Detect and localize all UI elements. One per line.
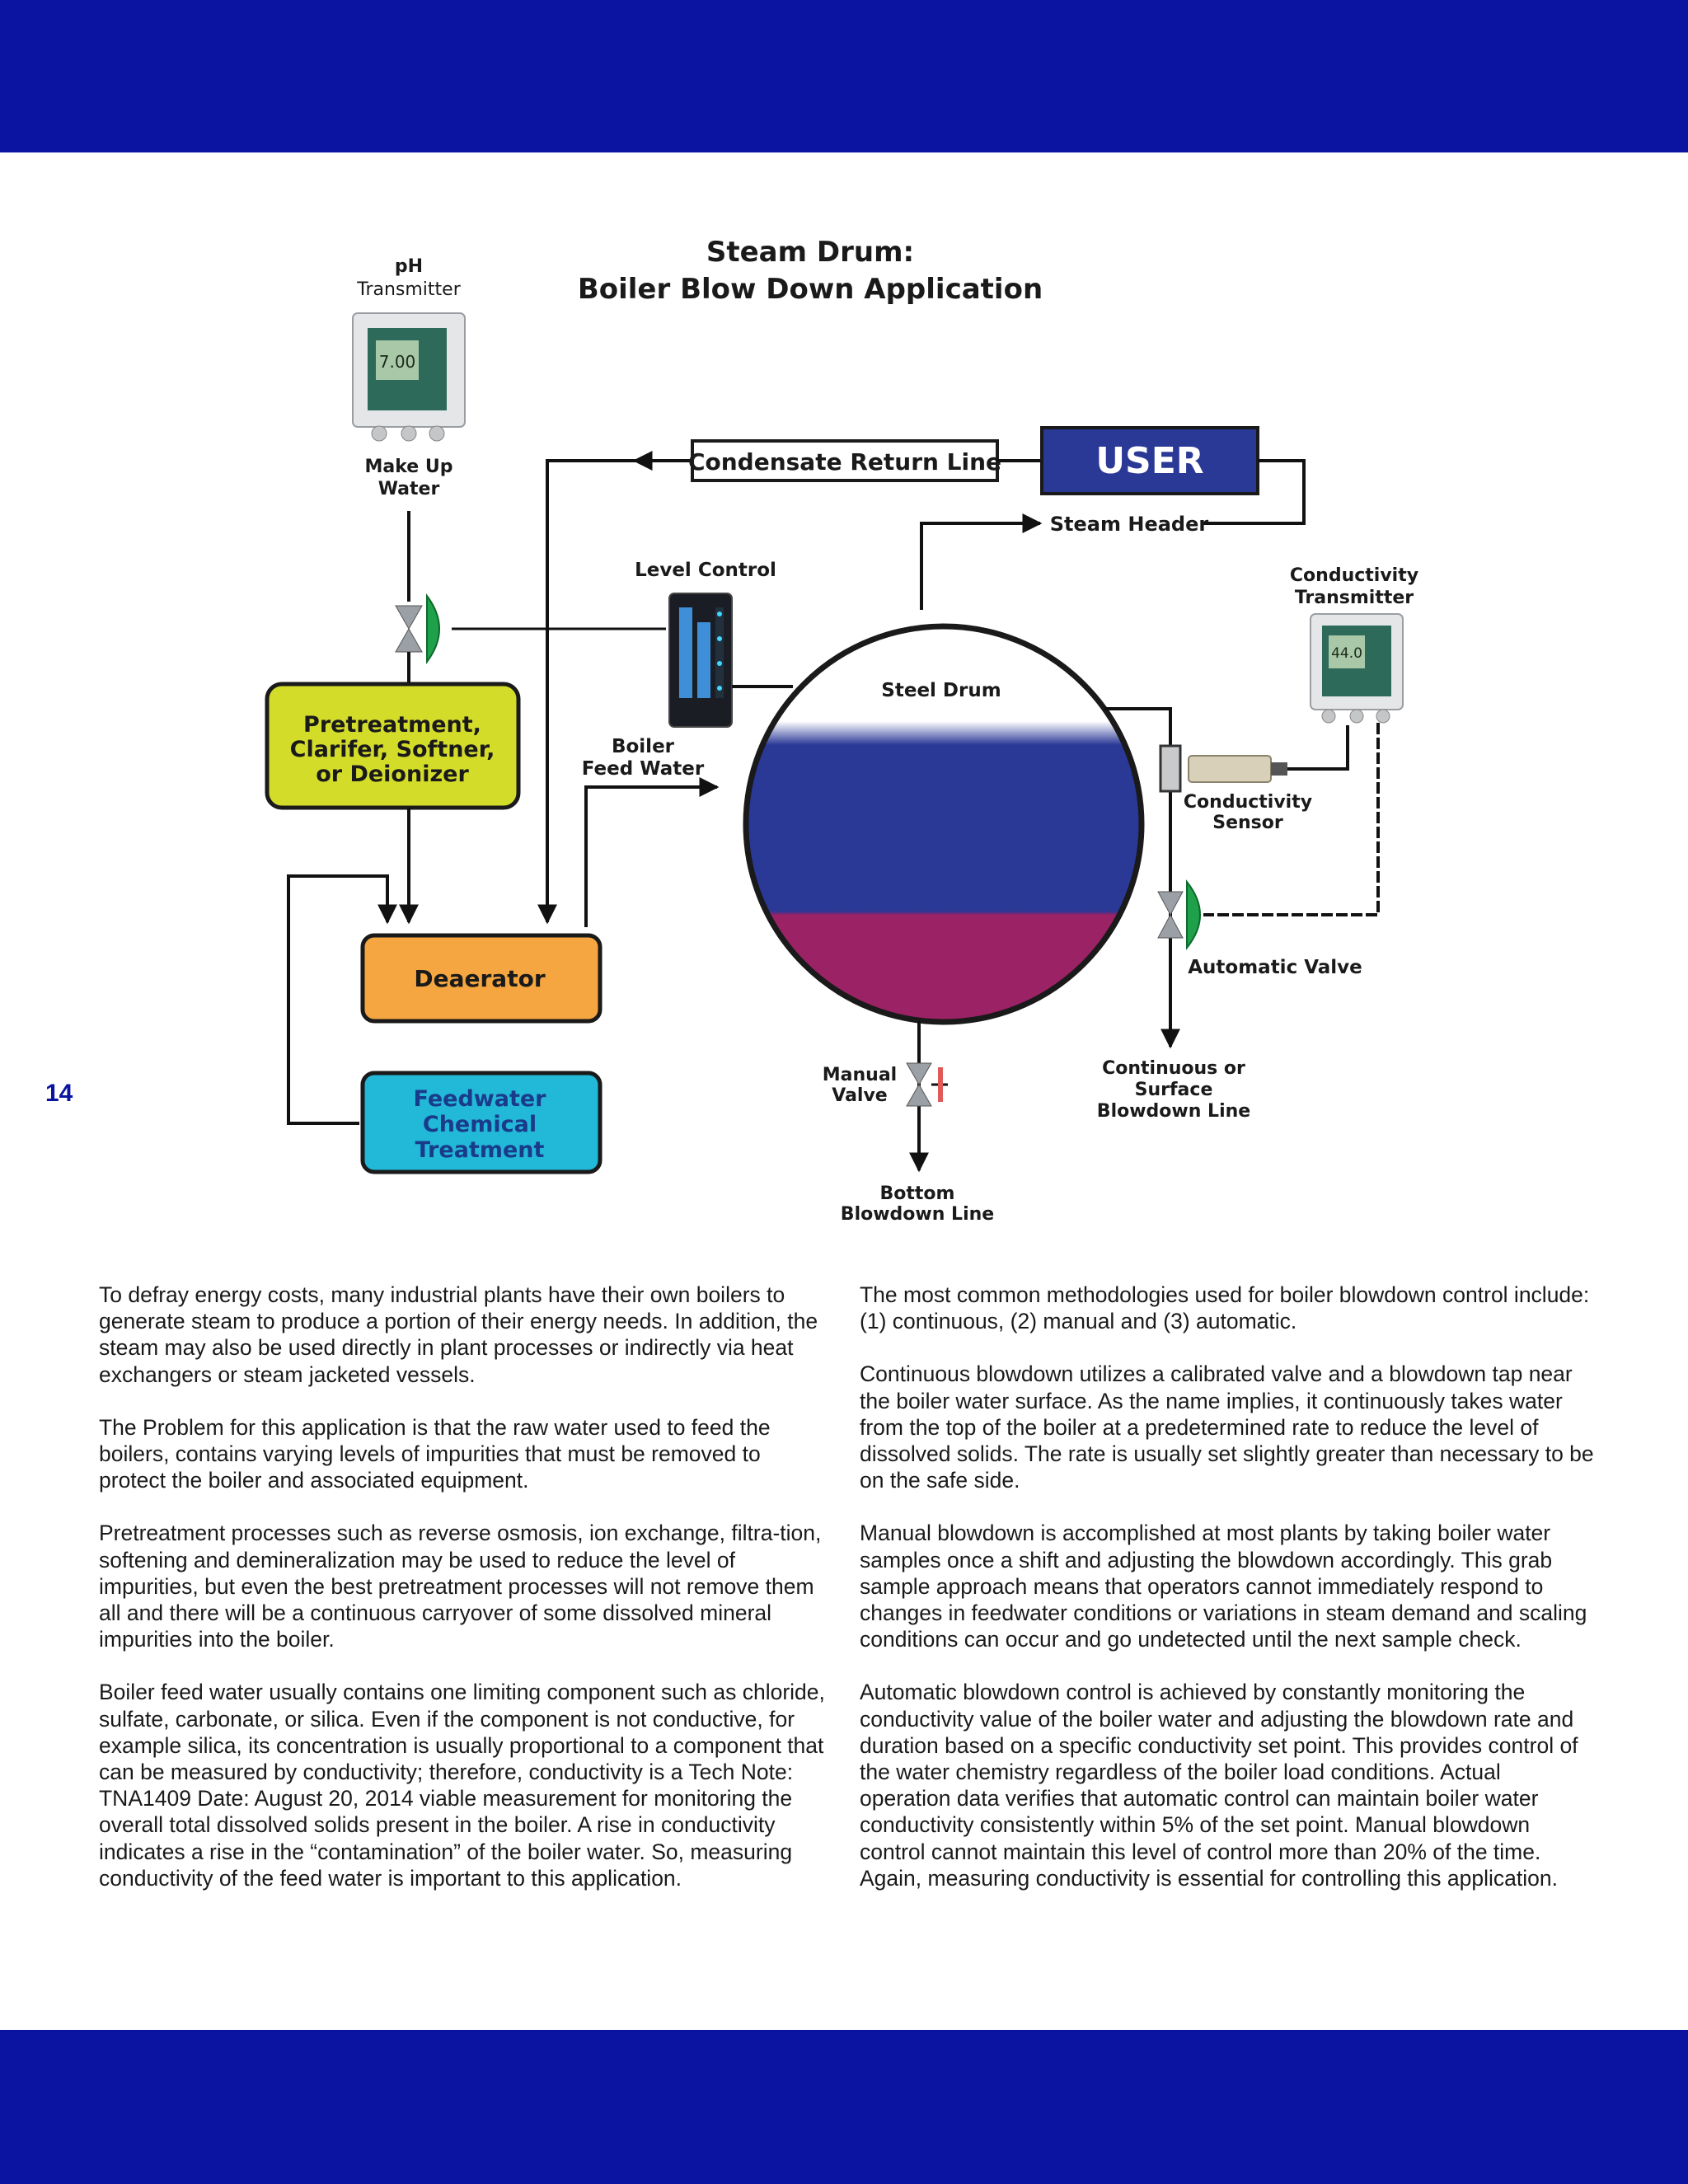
boiler-blowdown-diagram: Steam Drum: Boiler Blow Down Application… [265, 236, 1418, 1225]
level-control-device [668, 593, 733, 728]
pretreatment-line2: Clarifer, Softner, [290, 737, 495, 762]
boiler-feed-water-label: Boiler [612, 736, 675, 757]
conductivity-reading: 44.0 [1331, 645, 1362, 662]
ph-reading: 7.00 [379, 352, 416, 372]
steam-outlet-pipe [920, 513, 1043, 610]
diagram-title-line1: Steam Drum: [706, 236, 914, 269]
conductivity-sensor-probe [1188, 755, 1287, 783]
paragraph: Pretreatment processes such as reverse o… [99, 1521, 822, 1652]
ph-transmitter-device: 7.00 [352, 312, 466, 442]
paragraph: The most common methodologies used for b… [860, 1282, 1590, 1334]
page-number: 14 [45, 1080, 73, 1107]
continuous-blowdown-label-3: Blowdown Line [1097, 1101, 1250, 1122]
conductivity-sensor-label: Conductivity [1184, 792, 1312, 813]
manual-valve-label-2: Valve [832, 1085, 887, 1106]
top-banner [0, 0, 1688, 152]
paragraph: To defray energy costs, many industrial … [99, 1282, 818, 1387]
level-control-label: Level Control [635, 560, 776, 581]
diagram-title-line2: Boiler Blow Down Application [578, 273, 1043, 306]
right-column: The most common methodologies used for b… [860, 1282, 1597, 1918]
conductivity-cell [1159, 744, 1182, 793]
ph-transmitter-label-2: Transmitter [356, 279, 461, 300]
user-label: USER [1095, 440, 1203, 482]
conductivity-sensor-label-2: Sensor [1212, 813, 1283, 833]
paragraph: The Problem for this application is that… [99, 1414, 771, 1493]
pretreatment-line1: Pretreatment, [303, 712, 481, 738]
valve-control-signal [1203, 723, 1380, 916]
paragraph: Continuous blowdown utilizes a calibrate… [860, 1361, 1594, 1493]
bottom-blowdown-label-2: Blowdown Line [841, 1204, 994, 1225]
pretreatment-box [265, 682, 521, 810]
continuous-blowdown-label: Continuous or [1102, 1058, 1245, 1079]
deaerator-box [360, 933, 603, 1024]
feedwater-treatment-line3: Treatment [415, 1137, 545, 1163]
feedwater-treatment-line1: Feedwater [414, 1086, 547, 1112]
automatic-valve [1157, 879, 1201, 950]
conductivity-transmitter-device: 44.0 [1310, 613, 1404, 724]
makeup-water-label-2: Water [378, 479, 440, 499]
manual-valve-label: Manual [823, 1065, 897, 1085]
chemical-treatment-pipe [287, 874, 397, 1125]
steam-header-label: Steam Header [1050, 513, 1209, 536]
pretreatment-line3: or Deionizer [316, 762, 469, 787]
condensate-return-box [691, 439, 999, 482]
user-box [1040, 426, 1259, 495]
continuous-blowdown-label-2: Surface [1135, 1080, 1213, 1100]
feedwater-treatment-box [360, 1071, 603, 1174]
conductivity-transmitter-label: Conductivity [1290, 565, 1418, 586]
feedwater-treatment-line2: Chemical [423, 1112, 537, 1137]
manual-valve [906, 1062, 948, 1107]
makeup-water-label: Make Up [365, 457, 453, 477]
paragraph: Automatic blowdown control is achieved b… [860, 1680, 1578, 1891]
automatic-valve-label: Automatic Valve [1188, 957, 1362, 978]
steel-drum-label: Steel Drum [881, 680, 1001, 701]
steel-drum [743, 623, 1145, 1025]
makeup-control-valve [395, 593, 440, 665]
bottom-blowdown-label: Bottom [880, 1183, 955, 1204]
sensor-cable [1287, 725, 1349, 771]
paragraph: Boiler feed water usually contains one l… [99, 1680, 825, 1891]
steam-header-pipe [1203, 459, 1306, 525]
conductivity-transmitter-label-2: Transmitter [1295, 588, 1414, 608]
boiler-feed-water-label-2: Feed Water [582, 758, 705, 780]
left-column: To defray energy costs, many industrial … [99, 1282, 828, 1918]
paragraph: Manual blowdown is accomplished at most … [860, 1521, 1587, 1652]
deaerator-label: Deaerator [414, 965, 545, 992]
condensate-return-label: Condensate Return Line [688, 448, 1001, 476]
ph-transmitter-label: pH [395, 256, 423, 277]
feed-water-pipe [584, 777, 720, 927]
bottom-banner [0, 2030, 1688, 2184]
